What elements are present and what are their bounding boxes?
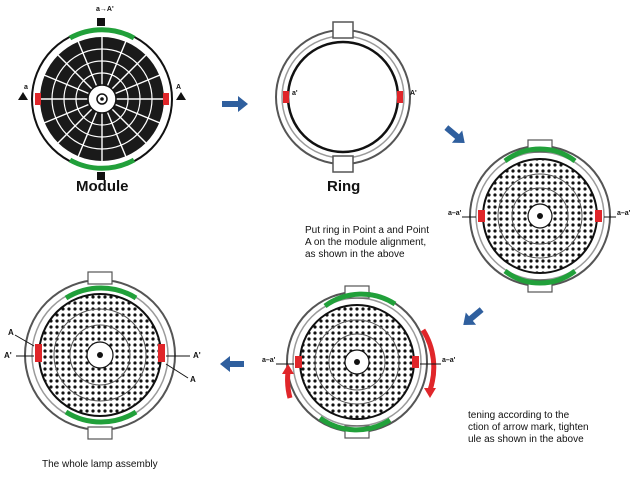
module-green-mark-bottom bbox=[68, 157, 136, 171]
step4-marker-right: a–a' bbox=[442, 357, 456, 364]
module-label: Module bbox=[76, 178, 129, 195]
module-red-mark-right bbox=[163, 93, 169, 105]
down-right-arrow-icon bbox=[444, 125, 465, 143]
step3-caption: Put ring in Point a and Point A on the m… bbox=[305, 225, 429, 261]
ring-marker-left: a' bbox=[292, 90, 298, 97]
step5-marker-a-right: A bbox=[190, 375, 196, 384]
step3-marker-left: a–a' bbox=[448, 210, 462, 217]
module-marker-top-label: a→A' bbox=[96, 6, 114, 13]
step5-marker-aprime-left: A' bbox=[4, 351, 12, 360]
step3-caption-line1: Put ring in Point a and Point bbox=[305, 225, 429, 236]
step4-rotate-arrow-left bbox=[285, 371, 293, 399]
step4-caption-line1: tening according to the bbox=[468, 410, 570, 421]
module-pointer-left bbox=[18, 92, 28, 100]
step3-marker-right: a–a' bbox=[617, 210, 631, 217]
module-figure bbox=[18, 18, 186, 180]
step4-rotate-arrow-right bbox=[420, 328, 437, 391]
module-marker-bottom bbox=[97, 172, 105, 180]
step3-caption-line2: A on the module alignment, bbox=[305, 237, 427, 248]
step4-figure: a–a' a–a' bbox=[262, 285, 456, 439]
step4-marker-left: a–a' bbox=[262, 357, 276, 364]
step3-figure: a–a' a–a' bbox=[448, 139, 631, 293]
right-arrow-icon bbox=[222, 96, 248, 112]
step3-caption-line3: as shown in the above bbox=[305, 249, 405, 260]
module-marker-a: a bbox=[24, 84, 28, 91]
step4-caption-line3: ule as shown in the above bbox=[468, 434, 584, 445]
left-arrow-icon bbox=[220, 356, 244, 372]
step5-marker-aprime-right: A' bbox=[193, 351, 201, 360]
step5-figure: A A' A' A bbox=[4, 271, 201, 440]
ring-label: Ring bbox=[327, 178, 361, 195]
ring-marker-right: A' bbox=[410, 90, 417, 97]
module-green-mark-top bbox=[68, 27, 136, 41]
step5-caption: The whole lamp assembly bbox=[42, 459, 158, 470]
ring-figure bbox=[275, 21, 411, 173]
module-marker-A: A bbox=[176, 84, 182, 91]
module-pointer-right bbox=[176, 92, 186, 100]
step4-caption: tening according to the ction of arrow m… bbox=[468, 410, 589, 446]
step5-marker-a-left: A bbox=[8, 328, 14, 337]
down-left-arrow-icon bbox=[463, 307, 484, 325]
module-marker-top bbox=[97, 18, 105, 26]
module-red-mark-left bbox=[35, 93, 41, 105]
step4-caption-line2: ction of arrow mark, tighten bbox=[468, 422, 589, 433]
